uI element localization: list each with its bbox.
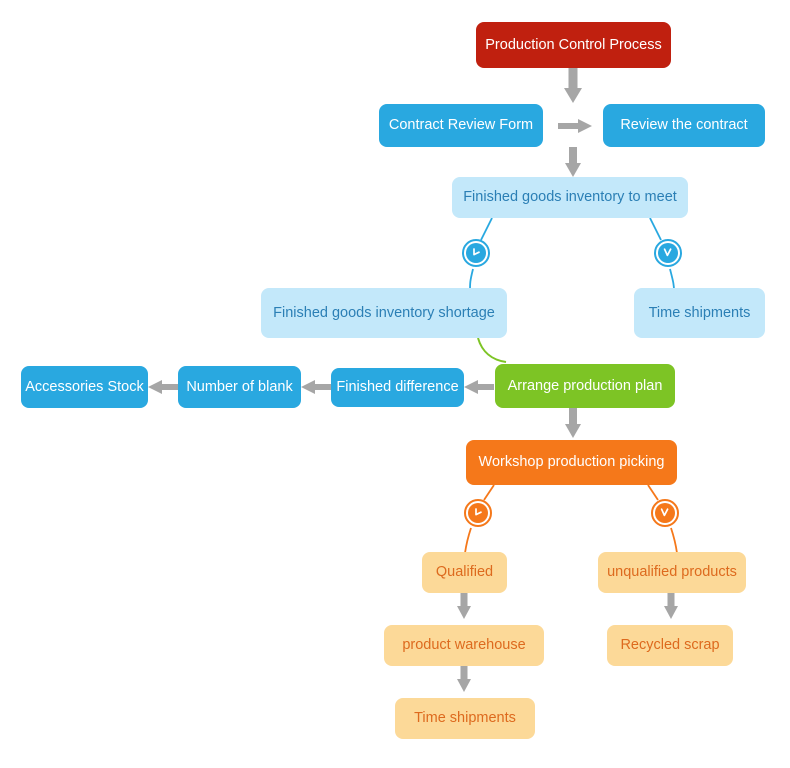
node-unqualified-products[interactable]: unqualified products bbox=[598, 552, 746, 593]
connector-blank-to-accessories bbox=[148, 380, 178, 394]
clock-icon bbox=[475, 508, 482, 516]
check-clock-icon bbox=[660, 508, 669, 517]
badge-branch-no-orange[interactable] bbox=[464, 499, 492, 527]
node-arrange-production-plan[interactable]: Arrange production plan bbox=[495, 364, 675, 408]
badge-branch-yes-orange[interactable] bbox=[651, 499, 679, 527]
node-time-shipments-blue[interactable]: Time shipments bbox=[634, 288, 765, 338]
connector-difference-to-blank bbox=[301, 380, 331, 394]
node-number-of-blank[interactable]: Number of blank bbox=[178, 366, 301, 408]
check-clock-icon bbox=[663, 248, 672, 257]
node-time-shipments-orange[interactable]: Time shipments bbox=[395, 698, 535, 739]
connector-plan-to-workshop bbox=[565, 408, 581, 438]
node-production-control-process[interactable]: Production Control Process bbox=[476, 22, 671, 68]
node-finished-goods-inventory-to-meet[interactable]: Finished goods inventory to meet bbox=[452, 177, 688, 218]
node-workshop-production-picking[interactable]: Workshop production picking bbox=[466, 440, 677, 485]
connector-root-to-contract-form bbox=[564, 68, 582, 103]
clock-icon bbox=[473, 248, 480, 256]
node-review-the-contract[interactable]: Review the contract bbox=[603, 104, 765, 147]
node-accessories-stock[interactable]: Accessories Stock bbox=[21, 366, 148, 408]
node-product-warehouse[interactable]: product warehouse bbox=[384, 625, 544, 666]
node-finished-difference[interactable]: Finished difference bbox=[331, 368, 464, 407]
connector-warehouse-to-shipments bbox=[457, 666, 471, 692]
node-qualified[interactable]: Qualified bbox=[422, 552, 507, 593]
connector-contract-form-to-inventory bbox=[565, 147, 581, 177]
connector-unqualified-to-scrap bbox=[664, 593, 678, 619]
node-recycled-scrap[interactable]: Recycled scrap bbox=[607, 625, 733, 666]
connector-qualified-to-warehouse bbox=[457, 593, 471, 619]
node-finished-goods-inventory-shortage[interactable]: Finished goods inventory shortage bbox=[261, 288, 507, 338]
badge-branch-yes-blue[interactable] bbox=[654, 239, 682, 267]
badge-branch-no-blue[interactable] bbox=[462, 239, 490, 267]
connector-contract-form-to-review bbox=[558, 119, 592, 133]
node-contract-review-form[interactable]: Contract Review Form bbox=[379, 104, 543, 147]
connector-plan-to-difference bbox=[464, 380, 494, 394]
connector-shortage-to-production-plan bbox=[477, 337, 507, 363]
